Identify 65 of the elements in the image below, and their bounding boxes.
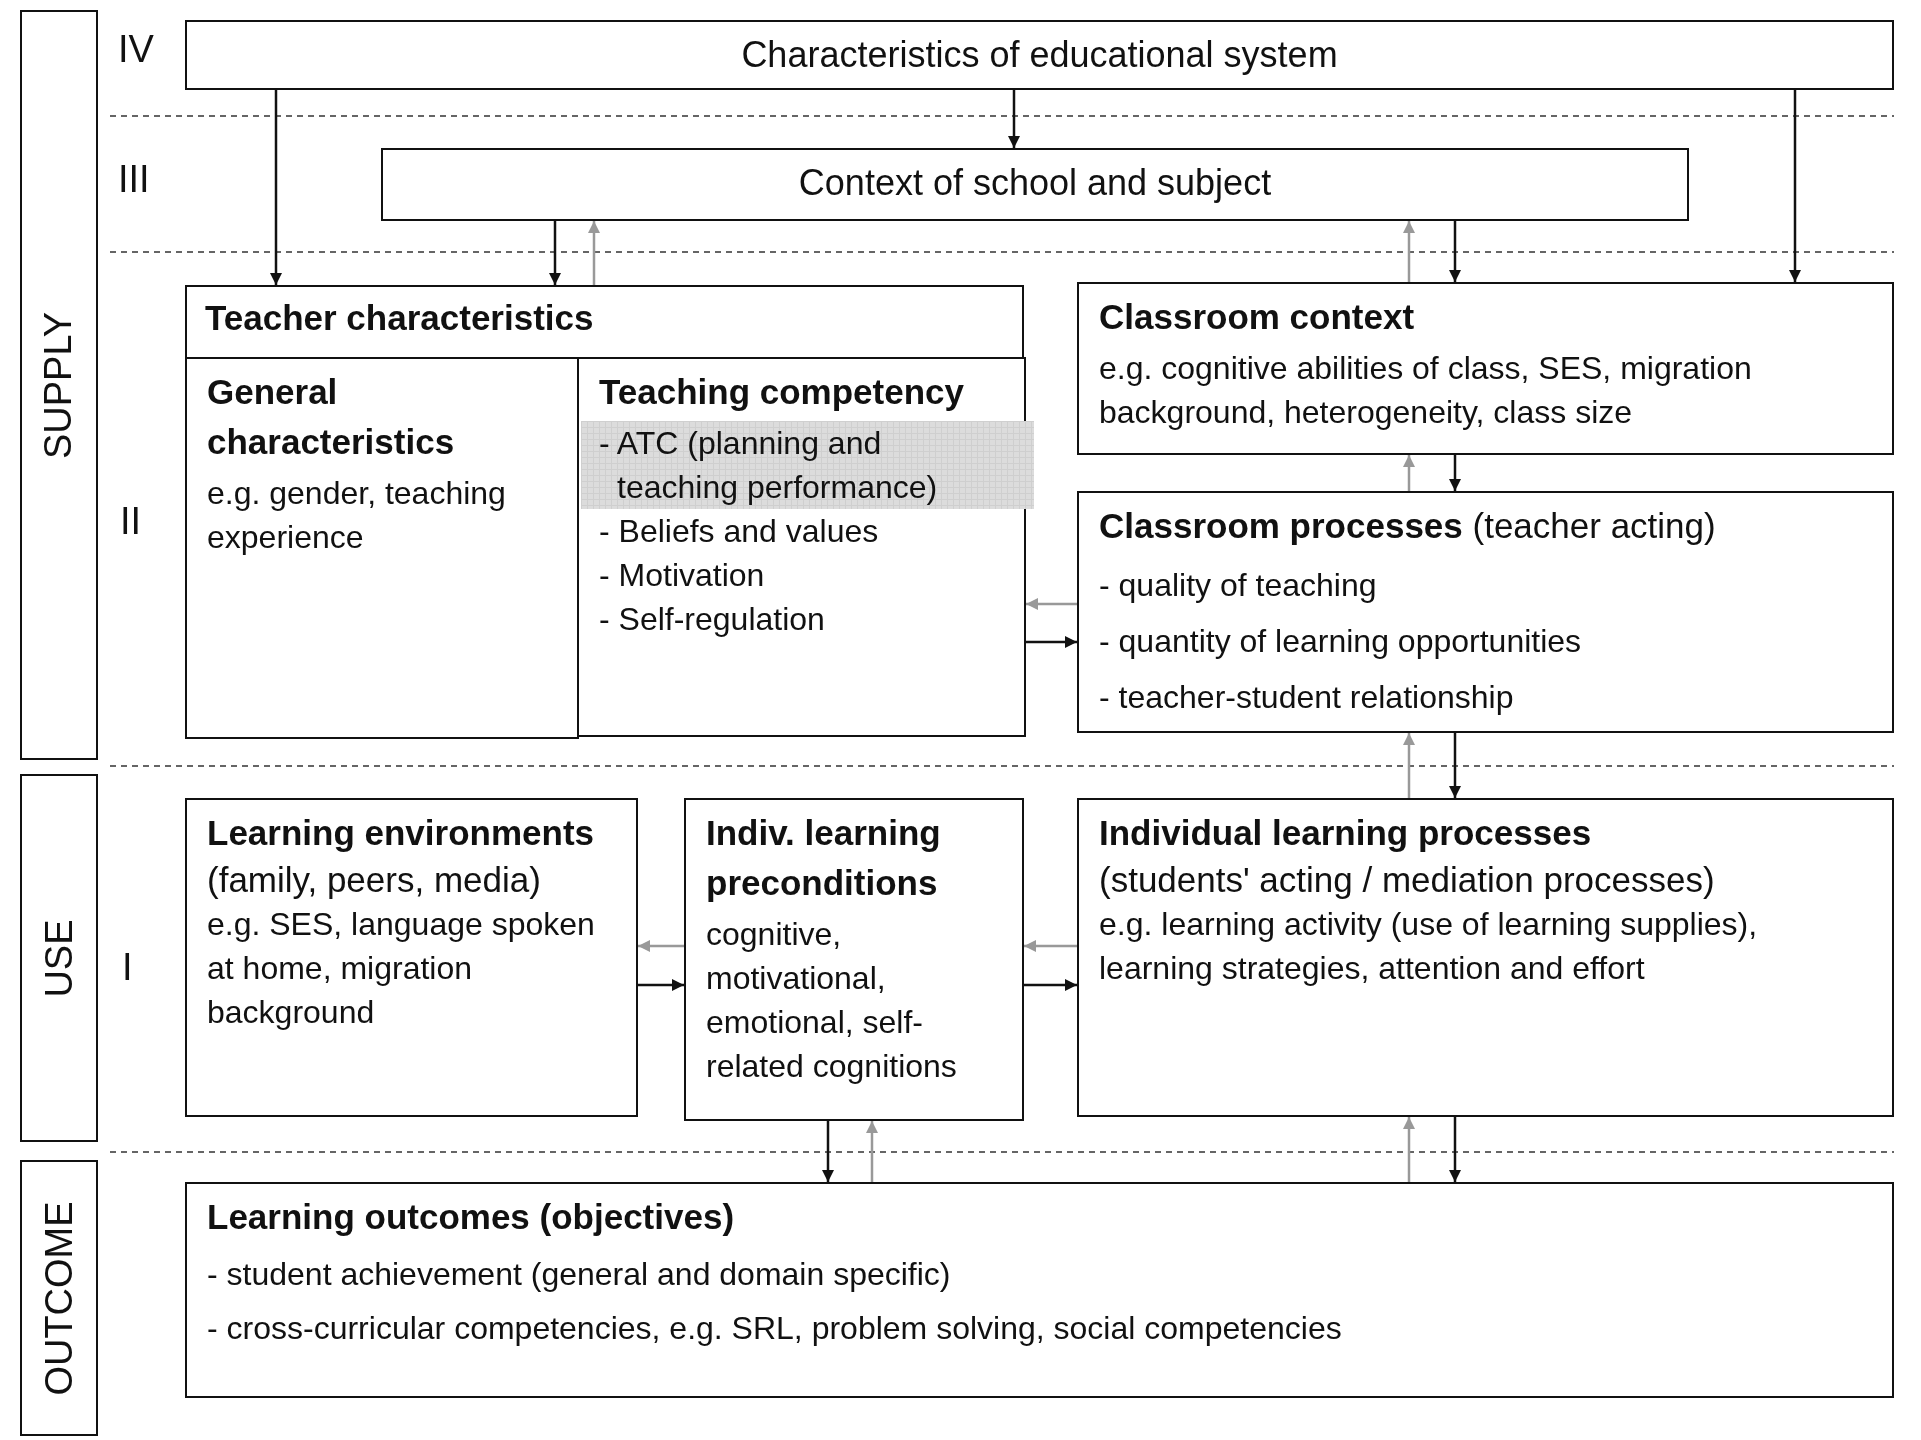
box-heading: General characteristics	[207, 371, 456, 463]
band-box	[20, 774, 98, 1142]
box-heading: Classroom context	[1099, 296, 1416, 338]
arrow	[1449, 455, 1461, 491]
arrow	[1449, 1117, 1461, 1182]
content-box	[1077, 798, 1894, 1117]
box-heading: Classroom processes (teacher acting)	[1099, 505, 1717, 547]
level-box	[381, 148, 1689, 221]
band-label: SUPPLY	[37, 311, 81, 459]
arrow	[1024, 940, 1077, 952]
box-text: cognitive, motivational, emotional, self-related cognitions	[706, 915, 958, 1086]
arrow	[1026, 598, 1077, 610]
list-item: - quantity of learning opportunities	[1099, 622, 1583, 661]
arrow	[588, 221, 600, 285]
arrow	[1026, 636, 1077, 648]
band-label: OUTCOME	[37, 1200, 81, 1396]
box-text: (family, peers, media)	[207, 859, 542, 901]
box-title: Context of school and subject	[797, 161, 1273, 205]
box-text: (students' acting / mediation processes)	[1099, 859, 1716, 901]
box-text: e.g. SES, language spoken at home, migration background	[207, 905, 596, 1032]
box-text: e.g. gender, teaching experience	[207, 474, 507, 557]
content-box	[684, 798, 1024, 1121]
box-heading: Teaching competency	[599, 371, 965, 413]
arrow	[1008, 90, 1020, 148]
level-label: III	[118, 158, 150, 201]
level-box	[185, 20, 1894, 90]
level-label: II	[120, 500, 142, 543]
arrow	[638, 940, 684, 952]
arrow	[1024, 979, 1077, 991]
list-item: - Self-regulation	[599, 600, 826, 639]
band-box	[20, 1160, 98, 1436]
arrow	[1403, 455, 1415, 491]
arrow	[1789, 90, 1801, 282]
arrow	[1403, 221, 1415, 282]
list-item: - student achievement (general and domain specific)	[207, 1255, 952, 1294]
arrow	[1449, 733, 1461, 798]
band-label: USE	[37, 918, 81, 998]
arrow	[1449, 221, 1461, 282]
box-heading: Indiv. learning preconditions	[706, 812, 942, 904]
arrow	[638, 979, 684, 991]
list-item: - quality of teaching	[1099, 566, 1378, 605]
list-item: - cross-curricular competencies, e.g. SRL, problem solving, social competencies	[207, 1309, 1343, 1348]
list-item: - ATC (planning and teaching performance)	[581, 421, 1034, 509]
band-box	[20, 10, 98, 760]
arrow	[822, 1121, 834, 1182]
content-box	[1077, 282, 1894, 455]
arrow	[270, 90, 282, 285]
content-box	[185, 798, 638, 1117]
level-label: I	[122, 946, 133, 989]
list-item: - Beliefs and values	[599, 512, 880, 551]
arrow	[549, 221, 561, 285]
box-text: e.g. learning activity (use of learning supplies), learning strategies, attention and effort	[1099, 905, 1759, 988]
list-item: - teacher-student relationship	[1099, 678, 1515, 717]
arrow	[1403, 733, 1415, 798]
box-heading: Individual learning processes	[1099, 812, 1593, 854]
content-box	[185, 1182, 1894, 1398]
list-item: - Motivation	[599, 556, 766, 595]
content-box	[1077, 491, 1894, 733]
arrow	[866, 1121, 878, 1182]
box-heading: Learning environments	[207, 812, 596, 854]
level-label: IV	[118, 28, 154, 71]
arrow	[1403, 1117, 1415, 1182]
box-heading: Learning outcomes (objectives)	[207, 1196, 736, 1238]
box-title: Characteristics of educational system	[740, 33, 1339, 77]
box-text: e.g. cognitive abilities of class, SES, migration background, heterogeneity, class size	[1099, 349, 1753, 432]
